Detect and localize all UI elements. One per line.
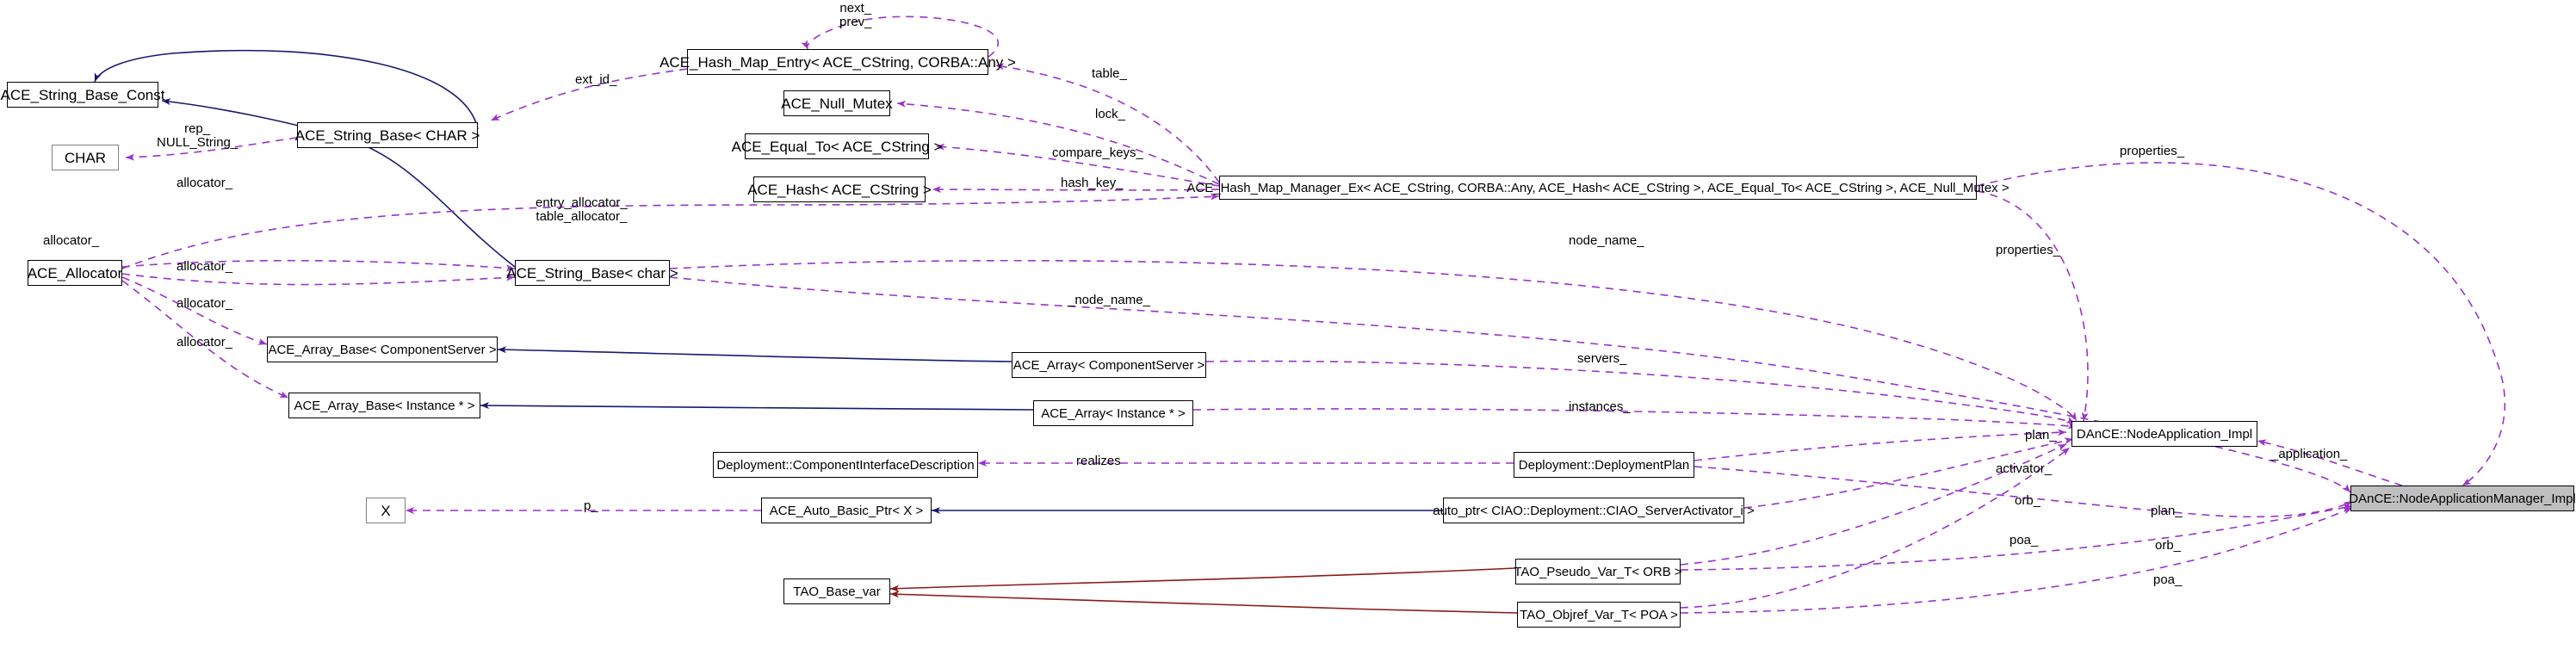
inheritance-edges xyxy=(94,49,1443,514)
node-ace-null-mutex[interactable]: ACE_Null_Mutex xyxy=(781,90,893,116)
node-ace-string-base-char-lower[interactable]: ACE_String_Base< char > xyxy=(506,260,678,286)
edge-label-plan-2: plan_ xyxy=(2151,504,2183,518)
node-label: auto_ptr< CIAO::Deployment::CIAO_ServerA… xyxy=(1433,503,1755,518)
edge-label-p: p_ xyxy=(584,498,598,513)
usage-edges xyxy=(121,15,2506,614)
node-ace-array-componentserver[interactable]: ACE_Array< ComponentServer > xyxy=(1012,352,1206,378)
edge-label-properties-2: properties_ xyxy=(1996,243,2061,257)
node-ace-auto-basic-ptr-x[interactable]: ACE_Auto_Basic_Ptr< X > xyxy=(761,498,932,523)
edge-label-ext-id: ext_id_ xyxy=(575,72,617,87)
node-x[interactable]: X xyxy=(366,498,406,523)
node-label: ACE_Hash< ACE_CString > xyxy=(747,181,932,198)
edge-label-allocator-5: allocator_ xyxy=(176,335,233,349)
node-label: CHAR xyxy=(64,149,107,166)
edge-label-realizes: realizes xyxy=(1076,454,1121,468)
node-label: X xyxy=(381,502,391,519)
edge-label-allocator-4: allocator_ xyxy=(176,296,233,311)
node-label: ACE_String_Base< CHAR > xyxy=(294,127,480,144)
edge-label-instances: instances_ xyxy=(1569,399,1631,414)
edge-label-node-name-1: node_name_ xyxy=(1569,233,1644,248)
edge-label-allocator-1: allocator_ xyxy=(176,176,233,190)
node-tao-base-var[interactable]: TAO_Base_var xyxy=(783,578,890,604)
node-deployment-componentinterfacedescription[interactable]: Deployment::ComponentInterfaceDescriptio… xyxy=(713,452,978,478)
node-label: TAO_Base_var xyxy=(793,584,881,599)
node-label: ACE_Array< ComponentServer > xyxy=(1012,357,1205,373)
node-ace-hash-map-manager-ex[interactable]: ACE_Hash_Map_Manager_Ex< ACE_CString, CO… xyxy=(1186,176,2009,200)
node-tao-objref-var-t-poa[interactable]: TAO_Objref_Var_T< POA > xyxy=(1517,602,1681,628)
node-dance-nodeapplicationmanager-impl[interactable]: DAnCE::NodeApplicationManager_Impl xyxy=(2349,486,2576,511)
node-label: ACE_Hash_Map_Entry< ACE_CString, CORBA::… xyxy=(659,53,1016,71)
node-ace-array-instance[interactable]: ACE_Array< Instance * > xyxy=(1033,400,1193,426)
node-label: ACE_String_Base_Const xyxy=(0,86,165,103)
node-label: Deployment::DeploymentPlan xyxy=(1518,457,1690,473)
edge-label-orb-1: orb_ xyxy=(2015,493,2041,508)
node-ace-equal-to-cstring[interactable]: ACE_Equal_To< ACE_CString > xyxy=(732,133,942,159)
node-ace-allocator[interactable]: ACE_Allocator xyxy=(28,260,122,286)
edge-label-table: table_ xyxy=(1092,66,1127,81)
edge-label-application: _application_ xyxy=(2271,447,2348,461)
node-label: DAnCE::NodeApplicationManager_Impl xyxy=(2349,491,2576,506)
node-char[interactable]: CHAR xyxy=(52,145,119,170)
node-label: ACE_Array< Instance * > xyxy=(1041,405,1186,421)
node-label: TAO_Objref_Var_T< POA > xyxy=(1520,607,1678,622)
node-label: ACE_Equal_To< ACE_CString > xyxy=(731,138,943,155)
node-tao-pseudo-var-t-orb[interactable]: TAO_Pseudo_Var_T< ORB > xyxy=(1514,559,1682,584)
node-label: ACE_Auto_Basic_Ptr< X > xyxy=(769,503,924,518)
node-deployment-deploymentplan[interactable]: Deployment::DeploymentPlan xyxy=(1514,452,1694,478)
node-dance-nodeapplication-impl[interactable]: DAnCE::NodeApplication_Impl xyxy=(2071,421,2257,447)
node-auto-ptr-ciao-serveractivator[interactable]: auto_ptr< CIAO::Deployment::CIAO_ServerA… xyxy=(1433,498,1755,523)
node-label: ACE_Array_Base< ComponentServer > xyxy=(268,342,497,357)
edge-label-lock: lock_ xyxy=(1095,107,1126,121)
node-label: DAnCE::NodeApplication_Impl xyxy=(2076,426,2253,442)
node-ace-array-base-instance[interactable]: ACE_Array_Base< Instance * > xyxy=(288,393,480,418)
edge-label-poa-1: poa_ xyxy=(2009,533,2039,547)
edge-label-compare-keys: compare_keys_ xyxy=(1052,145,1143,160)
edge-label-plan-1: plan_ xyxy=(2025,428,2057,442)
node-ace-hash-cstring[interactable]: ACE_Hash< ACE_CString > xyxy=(747,176,932,202)
node-ace-string-base-char[interactable]: ACE_String_Base< CHAR > xyxy=(294,122,480,148)
edge-label-orb-2: orb_ xyxy=(2155,538,2182,553)
node-label: ACE_Null_Mutex xyxy=(781,95,893,112)
edge-label-properties-top: properties_ xyxy=(2120,144,2185,158)
node-label: TAO_Pseudo_Var_T< ORB > xyxy=(1514,564,1682,579)
edge-label-servers: servers_ xyxy=(1577,351,1627,366)
edge-label-entry-table-allocator: entry_allocator_ table_allocator_ xyxy=(536,195,628,224)
node-label: ACE_Hash_Map_Manager_Ex< ACE_CString, CO… xyxy=(1186,180,2009,195)
node-label: ACE_String_Base< char > xyxy=(506,264,678,281)
node-ace-array-base-componentserver[interactable]: ACE_Array_Base< ComponentServer > xyxy=(267,337,498,362)
edge-label-hash-key: hash_key_ xyxy=(1061,176,1124,190)
node-label: Deployment::ComponentInterfaceDescriptio… xyxy=(716,457,975,473)
node-ace-string-base-const[interactable]: ACE_String_Base_Const xyxy=(1,82,164,108)
edge-label-next-prev: next_ prev_ xyxy=(839,1,872,29)
edge-label-activator: activator_ xyxy=(1996,461,2053,476)
edge-label-rep-null-string: rep_ NULL_String_ xyxy=(157,121,238,150)
edge-label-node-name-2: _node_name_ xyxy=(1068,293,1150,307)
edge-label-allocator-3: allocator_ xyxy=(176,259,233,274)
template-edges xyxy=(889,567,1518,614)
edge-label-allocator-2: allocator_ xyxy=(43,233,100,248)
node-ace-hash-map-entry[interactable]: ACE_Hash_Map_Entry< ACE_CString, CORBA::… xyxy=(659,49,1016,75)
node-label: ACE_Array_Base< Instance * > xyxy=(294,398,475,413)
node-label: ACE_Allocator xyxy=(27,264,123,281)
edge-label-poa-2: poa_ xyxy=(2153,572,2183,587)
